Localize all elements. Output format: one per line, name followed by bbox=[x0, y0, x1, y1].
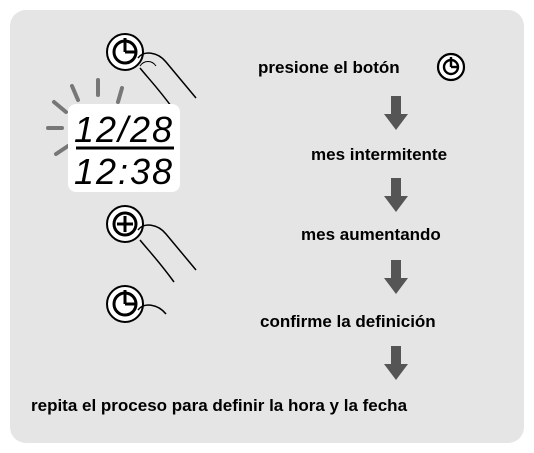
device-illustration: 12/28 12:38 bbox=[46, 33, 197, 323]
down-arrow-icon bbox=[384, 346, 408, 380]
down-arrow-icon bbox=[384, 96, 408, 130]
instruction-panel bbox=[10, 10, 524, 443]
finger-icon bbox=[137, 224, 197, 283]
down-arrow-icon bbox=[384, 260, 408, 294]
display-date: 12/28 bbox=[74, 109, 174, 150]
clock-button-illustration bbox=[106, 285, 144, 323]
blink-rays bbox=[46, 78, 124, 156]
step-press-button-label: presione el botón bbox=[258, 58, 400, 77]
finger-icon bbox=[137, 304, 167, 315]
step-month-increasing-text: mes aumentando bbox=[301, 225, 441, 244]
step-press-button-text: presione el botón bbox=[258, 58, 400, 78]
plus-button-illustration bbox=[106, 205, 144, 243]
clock-button-illustration bbox=[106, 33, 144, 71]
down-arrow-icon bbox=[384, 178, 408, 212]
step-month-blinking-text: mes intermitente bbox=[311, 145, 448, 164]
display-time: 12:38 bbox=[74, 151, 174, 192]
footer-repeat-text: repita el proceso para definir la hora y… bbox=[31, 396, 408, 415]
step-confirm-text: confirme la definición bbox=[260, 312, 436, 331]
clock-icon bbox=[436, 52, 466, 82]
lcd-display: 12/28 12:38 bbox=[68, 104, 180, 192]
